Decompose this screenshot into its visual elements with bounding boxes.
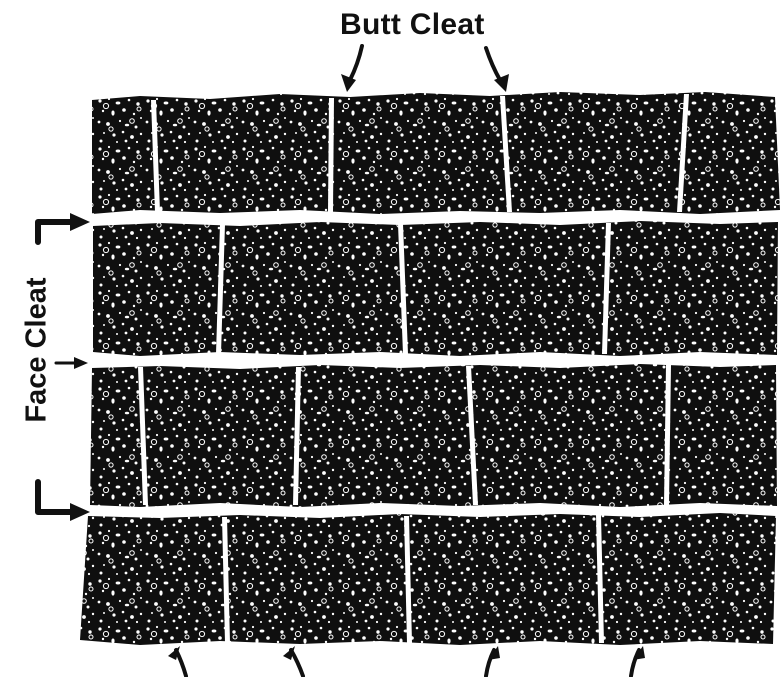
face-cleat-label: Face Cleat	[21, 277, 54, 422]
coal-band-1	[92, 92, 780, 214]
butt-cleat-label: Butt Cleat	[340, 8, 485, 42]
coal-band-2	[93, 221, 778, 356]
coal-band-3	[90, 364, 777, 507]
coal-band-4	[80, 513, 776, 645]
butt-cleat-b1-2	[328, 98, 334, 212]
